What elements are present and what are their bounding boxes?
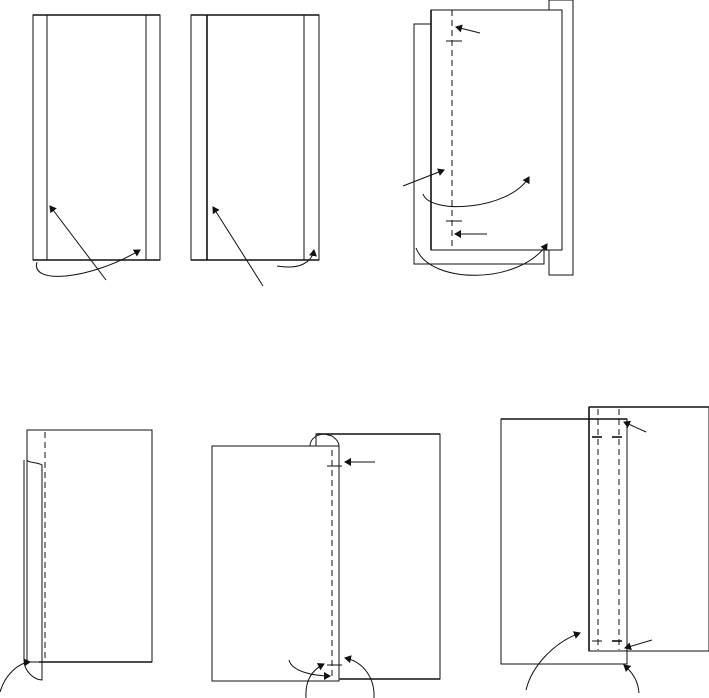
panel-outline (32, 14, 161, 261)
arrow (212, 206, 264, 287)
arrow (623, 420, 647, 433)
arrow (305, 663, 325, 698)
fig-top-2 (190, 14, 320, 287)
fig-bottom-1 (0, 429, 153, 693)
arrow (624, 639, 653, 651)
folded-edge (309, 433, 340, 447)
front-panel (588, 406, 709, 652)
fig-top-3 (402, 0, 574, 276)
back-panel (500, 418, 628, 665)
front-panel (430, 9, 563, 251)
fig-bottom-3 (500, 406, 709, 694)
arrow (525, 631, 581, 691)
arrow (455, 24, 481, 34)
folded-flap (23, 430, 43, 681)
fold-arrow (36, 249, 141, 277)
arrow (402, 168, 445, 187)
arrow (288, 659, 331, 680)
arrow (623, 664, 640, 694)
front-panel (211, 445, 340, 682)
arrow (0, 658, 31, 693)
fold-arrow (422, 176, 530, 208)
panel-outline (26, 429, 153, 663)
fold-arrow (276, 249, 317, 268)
fig-bottom-2 (211, 433, 441, 698)
arrow (344, 655, 375, 698)
panel-outline (190, 14, 320, 261)
arrow (49, 205, 107, 281)
fold-arrow (415, 243, 548, 276)
fig-top-1 (32, 14, 161, 281)
